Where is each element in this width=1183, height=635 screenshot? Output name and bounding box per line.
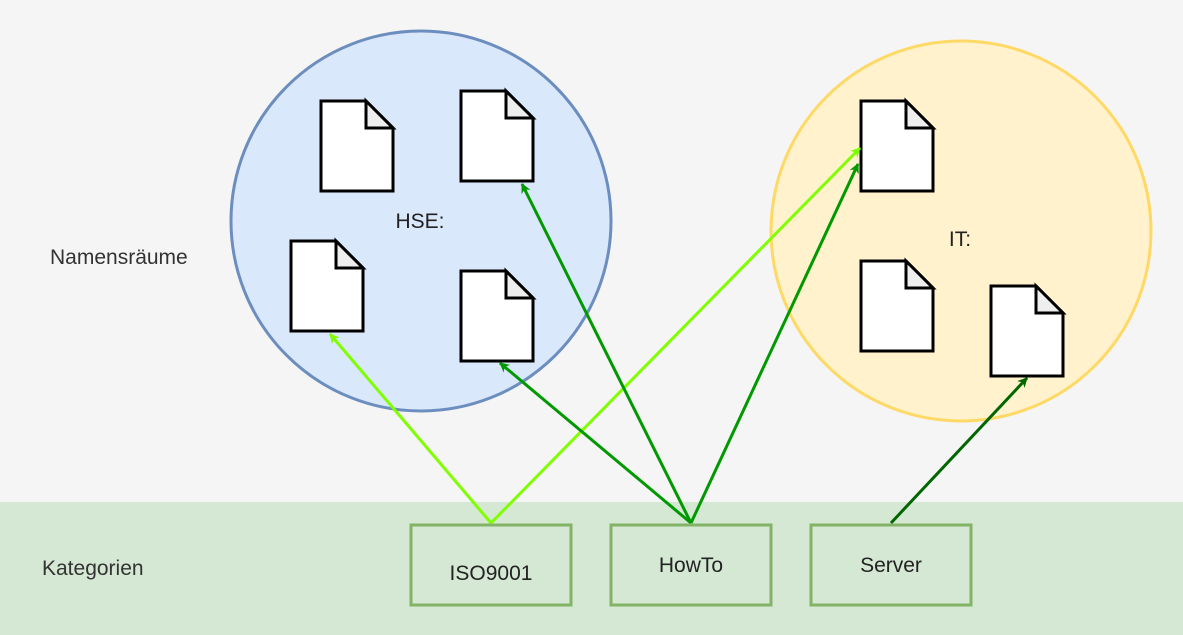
arrow-iso9001-to-hse-doc <box>328 333 493 524</box>
category-iso9001[interactable]: ISO9001 <box>409 523 573 607</box>
document-icon[interactable] <box>989 282 1067 378</box>
arrow-iso9001-to-it-doc <box>489 146 862 525</box>
document-icon[interactable] <box>459 267 537 363</box>
iso9001-arrows <box>328 146 862 525</box>
namespace-it-label: IT: <box>949 228 971 251</box>
document-icon[interactable] <box>319 97 397 193</box>
category-iso9001-label: ISO9001 <box>450 562 533 585</box>
category-howto[interactable]: HowTo <box>609 523 773 607</box>
arrow-howto-to-hse-doc-top <box>520 183 693 524</box>
category-server-label: Server <box>860 554 922 577</box>
arrow-server-to-it-doc <box>889 376 1029 525</box>
howto-arrows <box>499 163 860 525</box>
category-band <box>0 502 1183 635</box>
category-howto-label: HowTo <box>659 554 723 577</box>
arrow-howto-to-hse-doc-bottom <box>499 361 692 525</box>
category-server[interactable]: Server <box>809 523 973 607</box>
arrow-howto-to-it-doc <box>689 163 860 524</box>
document-icon[interactable] <box>459 87 537 183</box>
namespaces-row-label: Namensräume <box>50 246 188 269</box>
document-icon[interactable] <box>289 237 367 333</box>
categories-row-label: Kategorien <box>42 557 144 580</box>
document-icon[interactable] <box>859 97 937 193</box>
namespace-hse-label: HSE: <box>395 210 444 233</box>
server-arrows <box>889 376 1029 525</box>
document-icon[interactable] <box>859 257 937 353</box>
